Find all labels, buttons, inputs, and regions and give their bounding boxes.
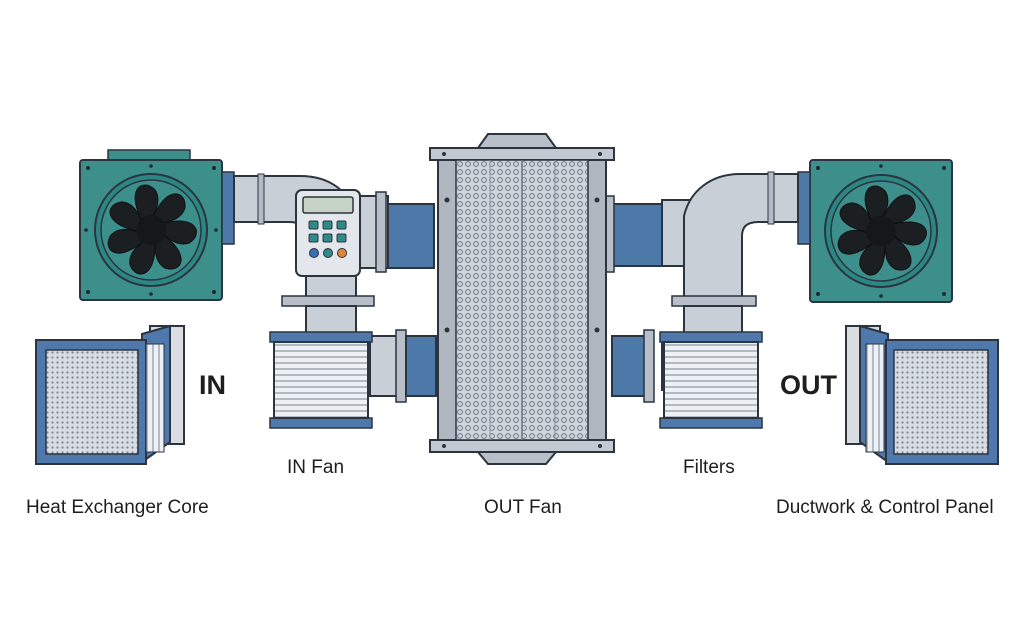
out-fan-label: OUT Fan (484, 497, 562, 518)
heat-exchanger-core-label: Heat Exchanger Core (26, 497, 209, 518)
fan-icon (94, 173, 208, 287)
filter-icon (269, 331, 373, 429)
out-label: OUT (780, 370, 837, 400)
left-fan-unit (79, 149, 235, 301)
filters-label: Filters (683, 457, 735, 478)
duct-icon (35, 324, 185, 465)
control-panel-icon (295, 189, 361, 277)
duct-icon (845, 324, 999, 465)
ductwork-control-panel-label: Ductwork & Control Panel (776, 497, 994, 518)
right-ductwork (603, 171, 799, 403)
in-label: IN (199, 370, 226, 400)
heat-exchanger-icon (429, 133, 615, 465)
filter-icon (659, 331, 763, 429)
fan-icon (824, 174, 938, 288)
right-fan-unit (797, 159, 953, 303)
in-fan-label: IN Fan (287, 457, 345, 478)
